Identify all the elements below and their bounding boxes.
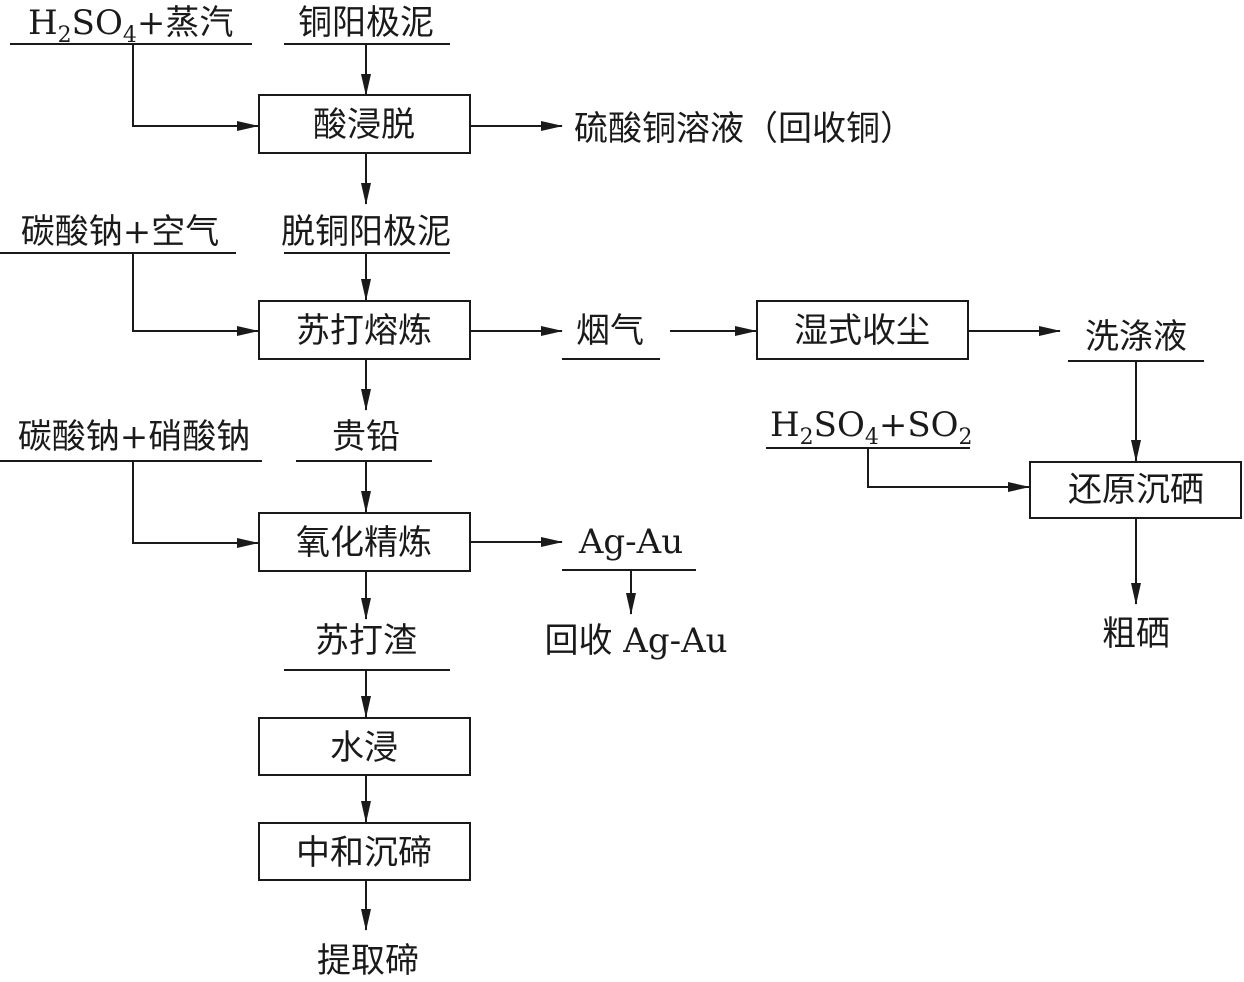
arrow-acid-to-leach bbox=[132, 44, 259, 131]
process-acid-leach: 酸浸脱 bbox=[258, 94, 471, 154]
svg-text:脱铜阳极泥: 脱铜阳极泥 bbox=[281, 212, 451, 252]
input-soda-air: 碳酸钠+空气 bbox=[0, 212, 236, 254]
product-soda-slag: 苏打渣 bbox=[284, 621, 450, 671]
process-neutralize: 中和沉碲 bbox=[258, 822, 471, 881]
svg-text:中和沉碲: 中和沉碲 bbox=[296, 833, 432, 873]
product-cuso4: 硫酸铜溶液（回收铜） bbox=[574, 109, 914, 149]
svg-text:氧化精炼: 氧化精炼 bbox=[296, 523, 432, 563]
svg-text:还原沉硒: 还原沉硒 bbox=[1068, 470, 1204, 510]
process-wet-dust: 湿式收尘 bbox=[756, 300, 969, 360]
process-oxid-refine: 氧化精炼 bbox=[258, 512, 471, 572]
svg-text:苏打渣: 苏打渣 bbox=[315, 621, 417, 661]
svg-text:洗涤液: 洗涤液 bbox=[1085, 317, 1187, 357]
input-acid-steam: H2SO4+蒸汽 bbox=[10, 3, 252, 48]
svg-text:湿式收尘: 湿式收尘 bbox=[794, 311, 930, 351]
input-h2so4-so2: H2SO4+SO2 bbox=[766, 405, 972, 450]
product-ag-au: Ag-Au bbox=[562, 522, 696, 571]
product-recover-agau: 回收 Ag-Au bbox=[544, 621, 727, 661]
input-copper-slime: 铜阳极泥 bbox=[284, 3, 450, 45]
arrow-sodaair-to-smelt bbox=[132, 253, 259, 336]
svg-text:苏打熔炼: 苏打熔炼 bbox=[296, 311, 432, 351]
svg-text:Ag-Au: Ag-Au bbox=[578, 522, 683, 562]
input-noble-lead: 贵铅 bbox=[296, 417, 432, 462]
svg-text:酸浸脱: 酸浸脱 bbox=[313, 105, 415, 145]
process-water-leach: 水浸 bbox=[258, 717, 471, 776]
svg-text:碳酸钠+空气: 碳酸钠+空气 bbox=[21, 212, 220, 252]
arrow-nitrate-to-refine bbox=[132, 461, 259, 548]
svg-text:H2SO4+SO2: H2SO4+SO2 bbox=[770, 405, 972, 450]
input-soda-nitrate: 碳酸钠+硝酸钠 bbox=[0, 417, 262, 462]
svg-text:铜阳极泥: 铜阳极泥 bbox=[298, 3, 434, 43]
product-flue-gas: 烟气 bbox=[562, 311, 660, 360]
process-soda-smelt: 苏打熔炼 bbox=[258, 300, 471, 360]
svg-text:碳酸钠+硝酸钠: 碳酸钠+硝酸钠 bbox=[18, 417, 251, 457]
process-reduce-se: 还原沉硒 bbox=[1029, 461, 1242, 519]
svg-text:烟气: 烟气 bbox=[576, 311, 644, 351]
svg-text:H2SO4+蒸汽: H2SO4+蒸汽 bbox=[28, 3, 233, 48]
product-crude-se: 粗硒 bbox=[1102, 614, 1170, 654]
product-extract-te: 提取碲 bbox=[317, 941, 419, 981]
input-decopper-slime: 脱铜阳极泥 bbox=[281, 212, 451, 254]
svg-text:水浸: 水浸 bbox=[330, 728, 398, 768]
svg-text:贵铅: 贵铅 bbox=[332, 417, 400, 457]
arrow-so2-to-reduce bbox=[867, 448, 1030, 492]
product-wash-liquid: 洗涤液 bbox=[1068, 317, 1204, 362]
